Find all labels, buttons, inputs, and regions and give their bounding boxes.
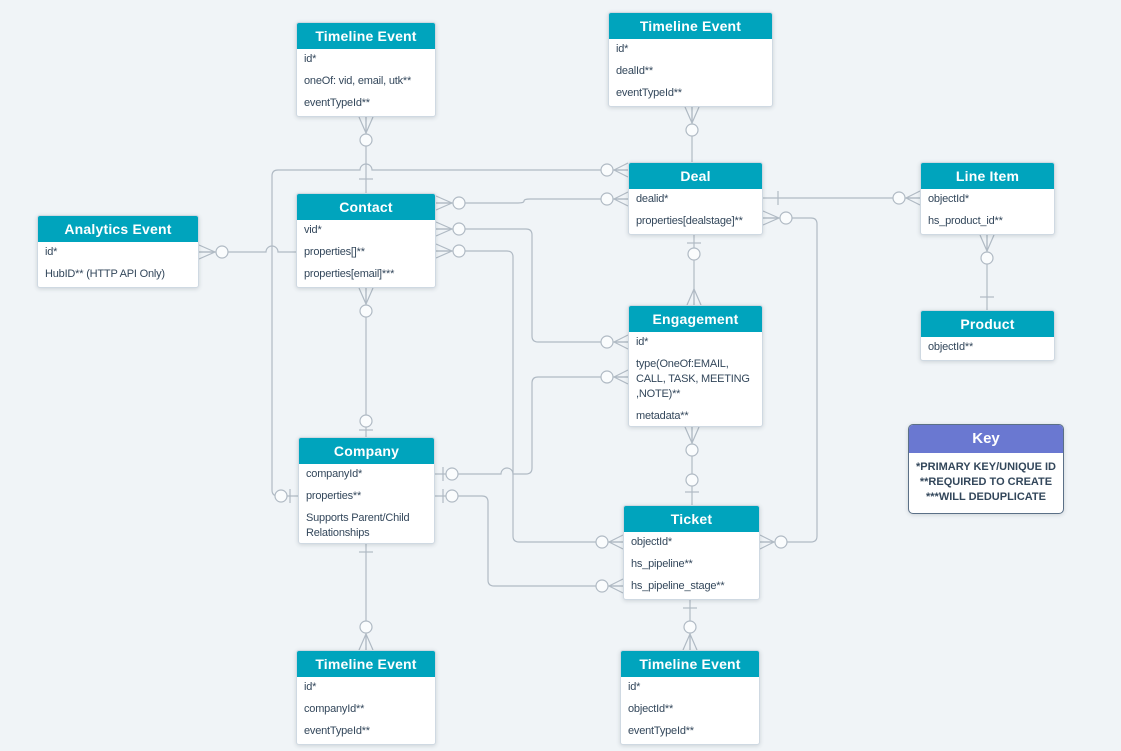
entity-field: properties[email]*** bbox=[304, 268, 395, 280]
legend-line: ***WILL DEDUPLICATE bbox=[926, 491, 1046, 503]
legend-line: *PRIMARY KEY/UNIQUE ID bbox=[916, 461, 1056, 473]
rel-company-timeline-event bbox=[358, 544, 374, 651]
entity-field: Supports Parent/Child Relationships bbox=[306, 512, 410, 539]
entity-field: metadata** bbox=[636, 410, 689, 422]
entity-timeline-event-deal: Timeline Event id* dealId** eventTypeId*… bbox=[608, 12, 773, 107]
entity-field: hs_pipeline_stage** bbox=[631, 580, 725, 592]
entity-field: hs_product_id** bbox=[928, 215, 1003, 227]
entity-field: properties[]** bbox=[304, 246, 365, 258]
entity-title: Engagement bbox=[629, 306, 762, 332]
entity-field: id* bbox=[304, 681, 317, 693]
entity-field: hs_pipeline** bbox=[631, 558, 693, 570]
rel-engagement-ticket bbox=[684, 426, 700, 505]
rel-timeline-event-deal bbox=[684, 106, 700, 162]
entity-title: Deal bbox=[629, 163, 762, 189]
rel-deal-ticket bbox=[759, 210, 818, 550]
rel-analytics-event-contact bbox=[198, 244, 296, 260]
rel-contact-deal bbox=[435, 191, 629, 211]
entity-deal: Deal dealid* properties[dealstage]** bbox=[628, 162, 763, 235]
entity-field: vid* bbox=[304, 224, 322, 236]
entity-title: Timeline Event bbox=[621, 651, 759, 677]
legend-body: *PRIMARY KEY/UNIQUE ID **REQUIRED TO CRE… bbox=[909, 453, 1063, 513]
rel-company-engagement bbox=[435, 369, 629, 481]
entity-title: Product bbox=[921, 311, 1054, 337]
entity-title: Timeline Event bbox=[609, 13, 772, 39]
entity-field: oneOf: vid, email, utk** bbox=[304, 75, 412, 87]
entity-analytics-event: Analytics Event id* HubID** (HTTP API On… bbox=[37, 215, 199, 288]
legend-key: Key *PRIMARY KEY/UNIQUE ID **REQUIRED TO… bbox=[908, 424, 1064, 514]
entity-field: eventTypeId** bbox=[304, 97, 370, 109]
entity-title: Ticket bbox=[624, 506, 759, 532]
entity-title: Contact bbox=[297, 194, 435, 220]
rel-ticket-timeline-event bbox=[682, 600, 698, 651]
entity-title: Timeline Event bbox=[297, 23, 435, 49]
entity-field: type(OneOf:EMAIL, CALL, TASK, MEETING ,N… bbox=[636, 358, 750, 400]
entity-field: eventTypeId** bbox=[304, 725, 370, 737]
entity-field: id* bbox=[628, 681, 641, 693]
entity-field: objectId* bbox=[631, 536, 673, 548]
entity-field: properties** bbox=[306, 490, 362, 502]
entity-field: companyId* bbox=[306, 468, 363, 480]
entity-product: Product objectId** bbox=[920, 310, 1055, 361]
entity-field: objectId* bbox=[928, 193, 970, 205]
entity-field: dealId** bbox=[616, 65, 653, 77]
entity-title: Company bbox=[299, 438, 434, 464]
rel-deal-company bbox=[271, 162, 629, 503]
entity-engagement: Engagement id* type(OneOf:EMAIL, CALL, T… bbox=[628, 305, 763, 427]
entity-field: companyId** bbox=[304, 703, 365, 715]
entity-title: Line Item bbox=[921, 163, 1054, 189]
entity-field: objectId** bbox=[928, 341, 974, 353]
entity-title: Timeline Event bbox=[297, 651, 435, 677]
rel-deal-line-item bbox=[763, 190, 921, 206]
entity-timeline-event-company: Timeline Event id* companyId** eventType… bbox=[296, 650, 436, 745]
entity-field: eventTypeId** bbox=[628, 725, 694, 737]
entity-line-item: Line Item objectId* hs_product_id** bbox=[920, 162, 1055, 235]
legend-line: **REQUIRED TO CREATE bbox=[919, 476, 1053, 488]
entity-field: id* bbox=[45, 246, 58, 258]
entity-company: Company companyId* properties** Supports… bbox=[298, 437, 435, 544]
rel-timeline-event-contact bbox=[358, 116, 374, 193]
entity-field: id* bbox=[616, 43, 629, 55]
entity-timeline-event-ticket: Timeline Event id* objectId** eventTypeI… bbox=[620, 650, 760, 745]
entity-ticket: Ticket objectId* hs_pipeline** hs_pipeli… bbox=[623, 505, 760, 600]
entity-field: objectId** bbox=[628, 703, 674, 715]
entity-field: HubID** (HTTP API Only) bbox=[45, 268, 165, 280]
rel-contact-company bbox=[358, 287, 374, 437]
rel-line-item-product bbox=[979, 234, 995, 310]
entity-field: properties[dealstage]** bbox=[636, 215, 743, 227]
entity-timeline-event-contact: Timeline Event id* oneOf: vid, email, ut… bbox=[296, 22, 436, 117]
entity-title: Analytics Event bbox=[38, 216, 198, 242]
entity-field: eventTypeId** bbox=[616, 87, 682, 99]
rel-contact-ticket bbox=[435, 243, 624, 550]
entity-contact: Contact vid* properties[]** properties[e… bbox=[296, 193, 436, 288]
entity-field: id* bbox=[304, 53, 317, 65]
legend-title: Key bbox=[909, 425, 1063, 453]
rel-company-ticket bbox=[435, 489, 624, 594]
entity-field: dealid* bbox=[636, 193, 669, 205]
rel-contact-engagement bbox=[435, 221, 629, 350]
entity-field: id* bbox=[636, 336, 649, 348]
rel-deal-engagement bbox=[686, 235, 702, 306]
